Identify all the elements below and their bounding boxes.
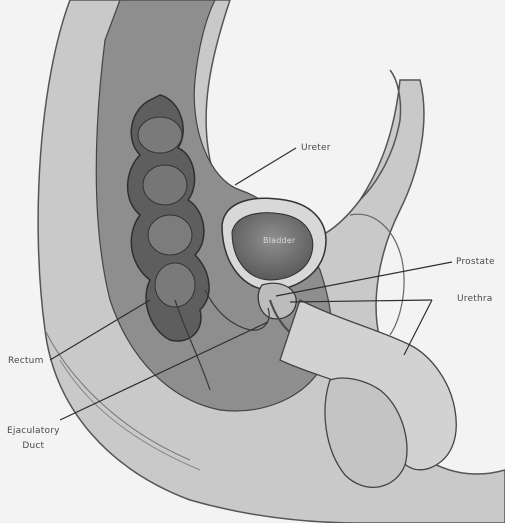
ureter-label: Ureter	[301, 143, 331, 153]
prostate-shape	[258, 283, 296, 319]
prostate-label: Prostate	[456, 257, 495, 267]
urethra-label: Urethra	[457, 294, 492, 304]
ejaculatory-duct-label-line2: Duct	[7, 439, 60, 454]
bladder-label: Bladder	[263, 236, 295, 245]
rectum-label: Rectum	[8, 356, 44, 366]
ejaculatory-duct-label: Ejaculatory Duct	[7, 424, 60, 454]
ejaculatory-duct-label-line1: Ejaculatory	[7, 424, 60, 439]
